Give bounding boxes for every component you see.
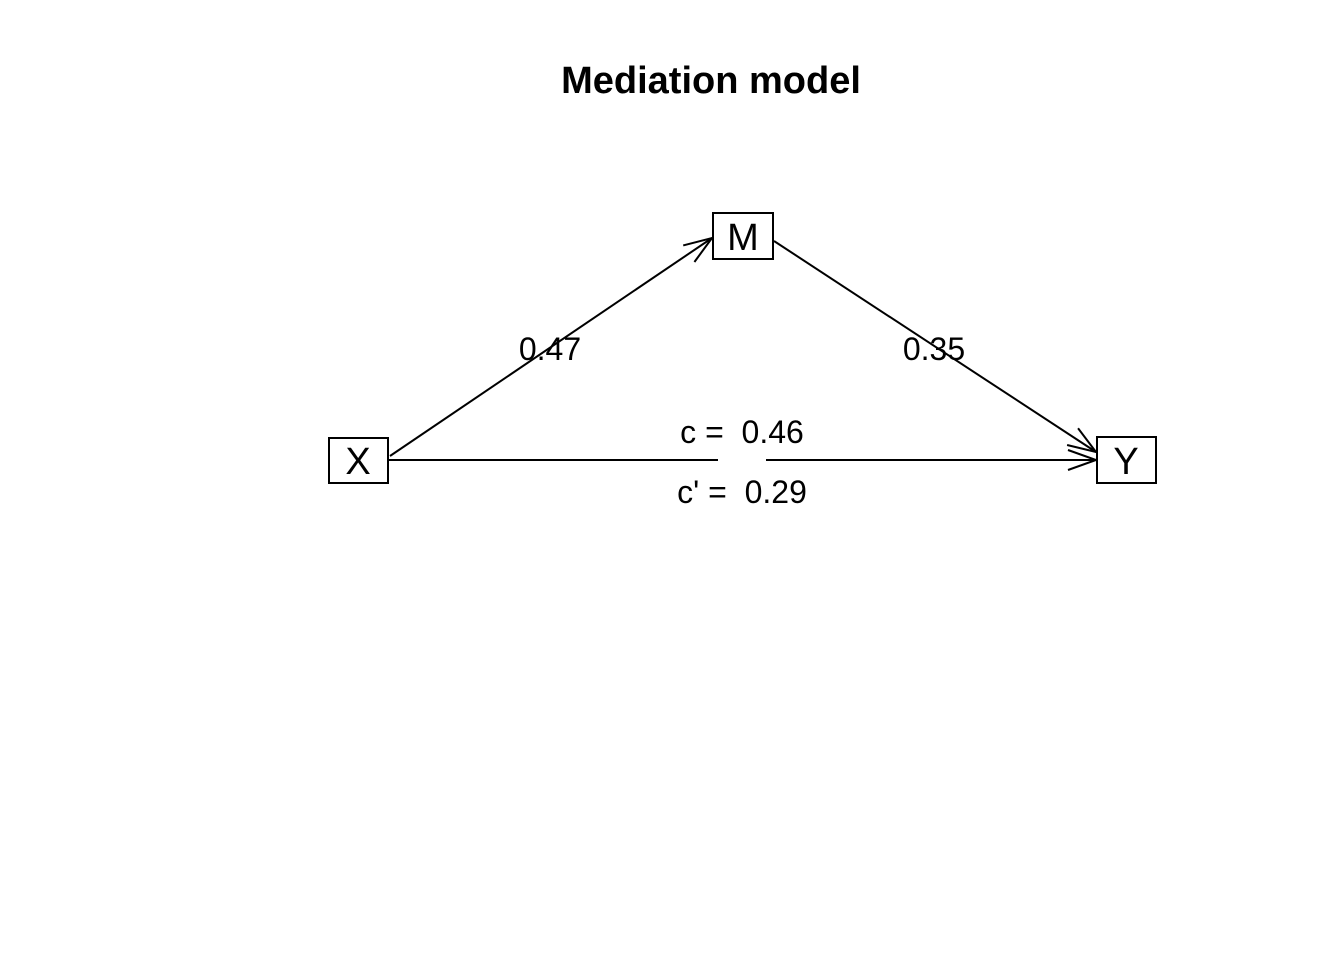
path-m-to-y-arrow	[773, 240, 1099, 454]
node-y-label: Y	[1113, 441, 1138, 483]
node-x-label: X	[345, 441, 370, 483]
node-m-label: M	[727, 217, 759, 259]
node-m-box	[712, 212, 774, 260]
path-c-coefficient: c = 0.46	[680, 414, 804, 450]
plot-title: Mediation model	[561, 60, 861, 102]
node-y-box	[1096, 436, 1157, 484]
path-b-coefficient: 0.35	[903, 331, 965, 367]
path-c-prime-coefficient: c' = 0.29	[677, 474, 807, 510]
path-x-to-m-arrow	[389, 236, 715, 457]
path-a-coefficient: 0.47	[519, 331, 581, 367]
node-x-box	[328, 437, 389, 484]
